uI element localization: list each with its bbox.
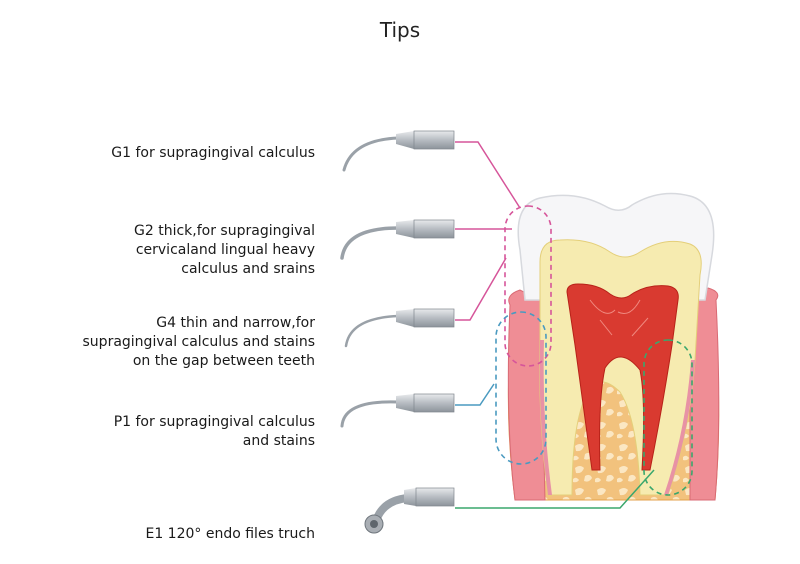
tip-label-e1: E1 120° endo files truch [145, 525, 315, 544]
tip-label-g4: G4 thin and narrow,for supragingival cal… [83, 314, 315, 371]
tip-p1-line-1: P1 for supragingival calculus [113, 414, 315, 430]
tip-p1-cone [396, 394, 414, 412]
tip-g2-cone [396, 220, 414, 238]
tip-label-p1: P1 for supragingival calculus and stains [114, 413, 315, 451]
tip-e1 [364, 487, 455, 534]
connector-g4 [455, 257, 507, 321]
p1-region-dashed [495, 311, 547, 465]
tip-e1-cone [404, 488, 416, 506]
tip-g4-cone [396, 309, 414, 327]
connector-p1 [455, 383, 495, 406]
g-region-dashed [504, 205, 552, 367]
tip-g4-body [413, 308, 455, 328]
tip-e1-line-1: E1 120° endo files truch [145, 526, 315, 542]
tip-e1-chuck-inner [370, 520, 378, 528]
page-title: Tips [379, 18, 421, 42]
tip-g2-line-3: calculus and srains [181, 261, 315, 277]
connector-e1 [455, 469, 655, 509]
tip-g1-curve [342, 136, 400, 172]
tip-g1 [342, 130, 455, 172]
tip-g2-line-2: cervicaland lingual heavy [135, 242, 315, 258]
tip-p1 [340, 393, 455, 428]
tip-g2-body [413, 219, 455, 239]
gum-right [689, 287, 720, 501]
tip-e1-body [415, 487, 455, 507]
tooth [507, 192, 720, 501]
pulp [566, 283, 679, 471]
tip-g1-body [413, 130, 455, 150]
tip-label-g2: G2 thick,for supragingival cervicaland l… [134, 222, 315, 279]
connector-g1 [455, 141, 521, 209]
tip-p1-curve [340, 400, 400, 428]
tip-label-g1: G1 for supragingival calculus [111, 144, 315, 163]
tip-g1-cone [396, 131, 414, 149]
e1-region-dashed [643, 339, 693, 496]
tip-g4-curve [344, 314, 400, 348]
tip-e1-curve [374, 494, 412, 520]
tip-g4-line-3: on the gap between teeth [132, 353, 315, 369]
tip-p1-body [413, 393, 455, 413]
tip-g2 [340, 219, 455, 260]
tip-p1-line-2: and stains [242, 433, 315, 449]
tip-g2-line-1: G2 thick,for supragingival [134, 223, 315, 239]
tip-g2-curve [340, 226, 400, 260]
gum [507, 289, 546, 501]
tip-g4 [344, 308, 455, 348]
tip-g4-line-2: supragingival calculus and stains [82, 334, 315, 350]
pulp-nerves [589, 299, 649, 337]
tip-g4-line-1: G4 thin and narrow,for [156, 315, 315, 331]
tip-g1-line-1: G1 for supragingival calculus [111, 145, 315, 161]
root-lining [539, 340, 552, 495]
